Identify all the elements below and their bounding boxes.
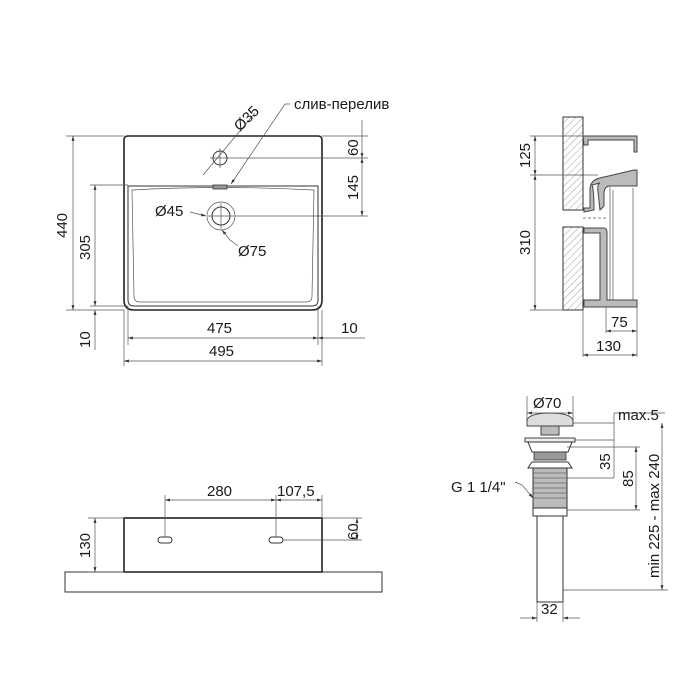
basin-front	[123, 517, 323, 573]
front-view: 280 107,5 130 60	[64, 483, 383, 593]
basin-profile	[582, 135, 638, 308]
drain-stem	[540, 425, 560, 436]
dim-bowl-width: 475	[207, 320, 232, 337]
dim-front-height: 130	[77, 533, 94, 558]
countertop	[64, 571, 383, 593]
dim-cap-diameter: Ø70	[533, 395, 561, 412]
dim-tap-offset: 60	[345, 139, 362, 156]
dim-side-rim: 10	[341, 320, 358, 337]
dim-bowl-offset: 75	[611, 314, 628, 331]
dim-side-total: 130	[596, 338, 621, 355]
top-view: слив-перелив Ø35 Ø45 Ø75 440 305 10 60 1…	[54, 96, 389, 366]
drain-inner-diameter: Ø45	[155, 203, 183, 220]
dim-cap-gap: max.5	[618, 407, 659, 424]
dim-total-depth: 440	[54, 213, 71, 238]
tap-hole-diameter: Ø35	[231, 103, 263, 135]
dim-total-width: 495	[209, 343, 234, 360]
overflow-label: слив-перелив	[294, 96, 389, 113]
drain-view: Ø70 max.5 G 1 1/4" 35 85 min 225 - max 2…	[451, 395, 668, 622]
dim-pipe-diameter: 32	[541, 601, 558, 618]
drain-cap	[526, 412, 574, 427]
dim-flange-height: 35	[597, 453, 614, 470]
overflow-slot	[212, 184, 228, 190]
dim-total-length: min 225 - max 240	[646, 454, 663, 578]
dim-mount-edge-offset: 107,5	[277, 483, 315, 500]
wall-section-lower	[562, 226, 584, 311]
dim-mount-height: 60	[345, 523, 362, 540]
wall-section-upper	[562, 116, 584, 211]
mount-hole-left	[157, 536, 173, 544]
dim-upper-height: 125	[517, 143, 534, 168]
side-view: 125 310 75 130	[517, 116, 638, 357]
mount-hole-right	[268, 536, 284, 544]
bowl-inner-outline	[131, 187, 315, 303]
dim-bowl-depth: 305	[77, 235, 94, 260]
dim-lower-height: 310	[517, 230, 534, 255]
drain-outer-diameter: Ø75	[238, 243, 266, 260]
thread-spec: G 1 1/4"	[451, 479, 506, 496]
dim-drain-offset: 145	[345, 175, 362, 200]
bowl-outline	[127, 185, 319, 307]
basin-outline	[123, 135, 323, 311]
dim-bottom-rim: 10	[77, 331, 94, 348]
dim-mount-spacing: 280	[207, 483, 232, 500]
dim-body-height: 85	[620, 470, 637, 487]
drain-pipe	[536, 515, 564, 603]
drain-flange	[524, 437, 576, 443]
